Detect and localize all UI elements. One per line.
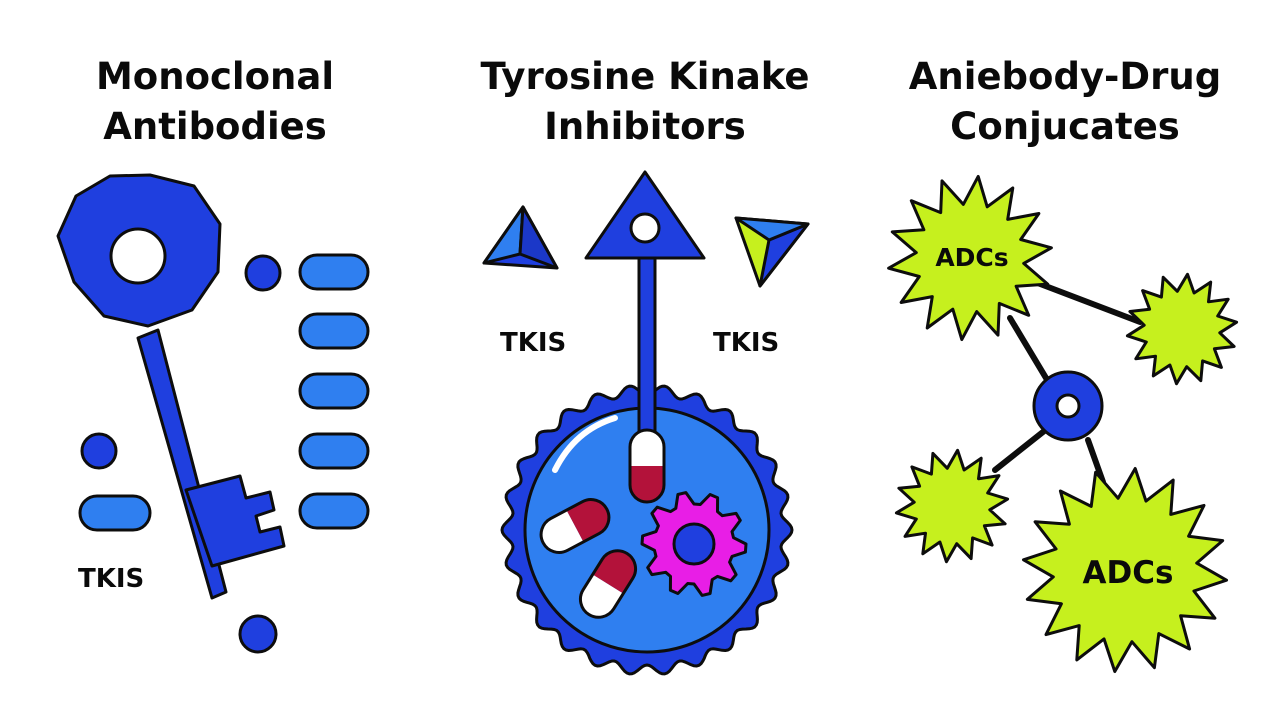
dot-icon bbox=[80, 432, 118, 470]
title-line-1: Aniebody-Drug bbox=[908, 55, 1222, 98]
title-line-2: Conjucates bbox=[950, 105, 1180, 148]
connector-lines bbox=[992, 279, 1143, 485]
pill-icon bbox=[298, 253, 370, 291]
pyramid-icon bbox=[482, 205, 559, 270]
pill-icon bbox=[298, 492, 370, 530]
label-tkis: TKIS bbox=[78, 564, 144, 594]
title-line-2: Antibodies bbox=[103, 105, 327, 148]
starburst-icon bbox=[1022, 467, 1228, 673]
starburst-icon bbox=[1125, 272, 1239, 386]
pill-icon bbox=[298, 432, 370, 470]
title-line-1: Monoclonal bbox=[95, 55, 335, 98]
capsule-icon bbox=[534, 493, 616, 559]
starburst-icon bbox=[887, 174, 1053, 342]
capsule-icon bbox=[573, 543, 643, 625]
panel-monoclonal-antibodies bbox=[56, 173, 370, 654]
dot-icon bbox=[238, 614, 278, 654]
pill-icon bbox=[298, 372, 370, 410]
capsule-icon bbox=[628, 428, 666, 504]
dot-icon bbox=[244, 254, 282, 292]
label-tkis-right: TKIS bbox=[713, 328, 779, 358]
hub-node-icon bbox=[1032, 370, 1104, 442]
key-icon bbox=[56, 173, 286, 600]
pill-icon bbox=[78, 494, 152, 532]
title-line-2: Inhibitors bbox=[544, 105, 746, 148]
starburst-icon bbox=[894, 448, 1010, 564]
panel-tyrosine-kinase-inhibitors bbox=[482, 170, 810, 676]
gear-icon bbox=[640, 491, 748, 597]
panel-title-monoclonal-antibodies: Monoclonal Antibodies bbox=[40, 52, 390, 152]
title-line-1: Tyrosine Kinake bbox=[480, 55, 810, 98]
label-tkis-left: TKIS bbox=[500, 328, 566, 358]
label-adcs-bottom: ADCs bbox=[1083, 555, 1174, 591]
panel-title-tyrosine-kinase-inhibitors: Tyrosine Kinake Inhibitors bbox=[450, 52, 840, 152]
label-adcs-top: ADCs bbox=[935, 243, 1008, 272]
panel-title-antibody-drug-conjugates: Aniebody-Drug Conjucates bbox=[880, 52, 1250, 152]
panel-antibody-drug-conjugates bbox=[887, 174, 1239, 673]
pill-icon bbox=[298, 312, 370, 350]
pyramid-icon bbox=[734, 216, 810, 288]
